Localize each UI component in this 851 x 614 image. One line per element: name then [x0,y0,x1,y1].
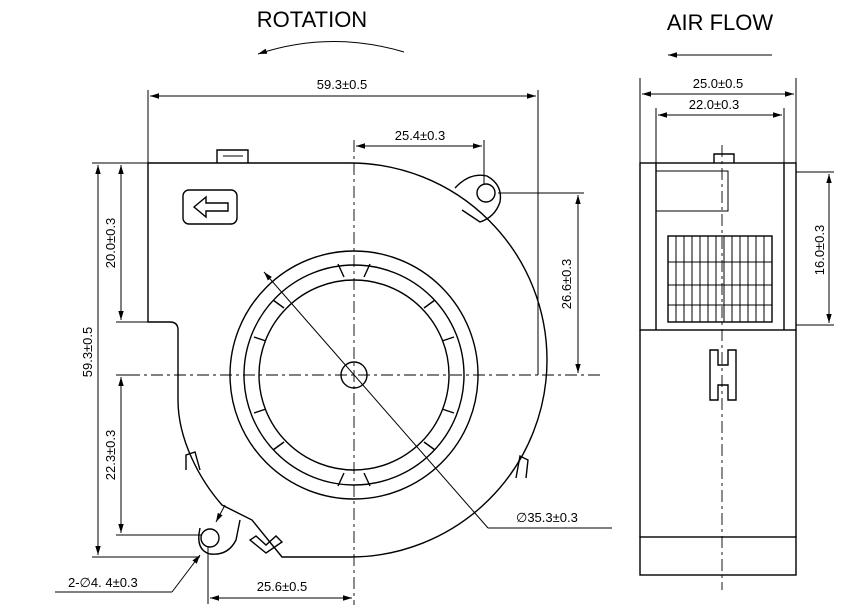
dim-top-to-center: 20.0±0.3 [103,218,118,269]
rotation-title: ROTATION [257,7,367,32]
right-clip [515,454,529,479]
inlet-diameter-label: ∅35.3±0.3 [516,510,578,525]
air-flow-title: AIR FLOW [667,10,774,35]
bottom-mount-hole [200,528,220,548]
front-view: 59.3±0.5 25.4±0.3 26.6±0.3 59.3±0.5 20.0… [55,77,612,605]
dim-side-total-depth: 25.0±0.5 [693,76,744,91]
top-mount-lug [454,174,502,223]
dim-side-outlet-height: 16.0±0.3 [812,225,827,276]
dim-bottom-hole-offset: 25.6±0.5 [257,579,308,594]
side-top-tab [713,153,735,163]
left-clip [185,451,201,471]
top-mount-hole [476,183,496,203]
direction-arrow-icon [182,189,238,225]
dim-hole-offset-x: 25.4±0.3 [395,128,446,143]
bottom-notch [248,535,284,554]
dim-overall-height: 59.3±0.5 [80,327,95,378]
dim-bottom-to-center: 22.3±0.3 [103,430,118,481]
dim-side-inner-depth: 22.0±0.3 [689,97,740,112]
side-upper-body [639,162,797,331]
side-view: 25.0±0.5 22.0±0.3 16.0±0.3 [639,76,834,590]
rotation-arrow [257,40,405,55]
dim-hole-offset-y: 26.6±0.3 [559,259,574,310]
bottom-mount-lug [198,519,241,555]
fan-housing-outline [147,162,548,558]
top-tab [216,149,249,163]
side-impeller [667,235,773,323]
mount-holes-label: 2-∅4. 4±0.3 [68,575,138,590]
side-clip [709,349,737,401]
diameter-leader [263,271,489,529]
side-lower-body [639,536,797,576]
dim-overall-width: 59.3±0.5 [317,77,368,92]
